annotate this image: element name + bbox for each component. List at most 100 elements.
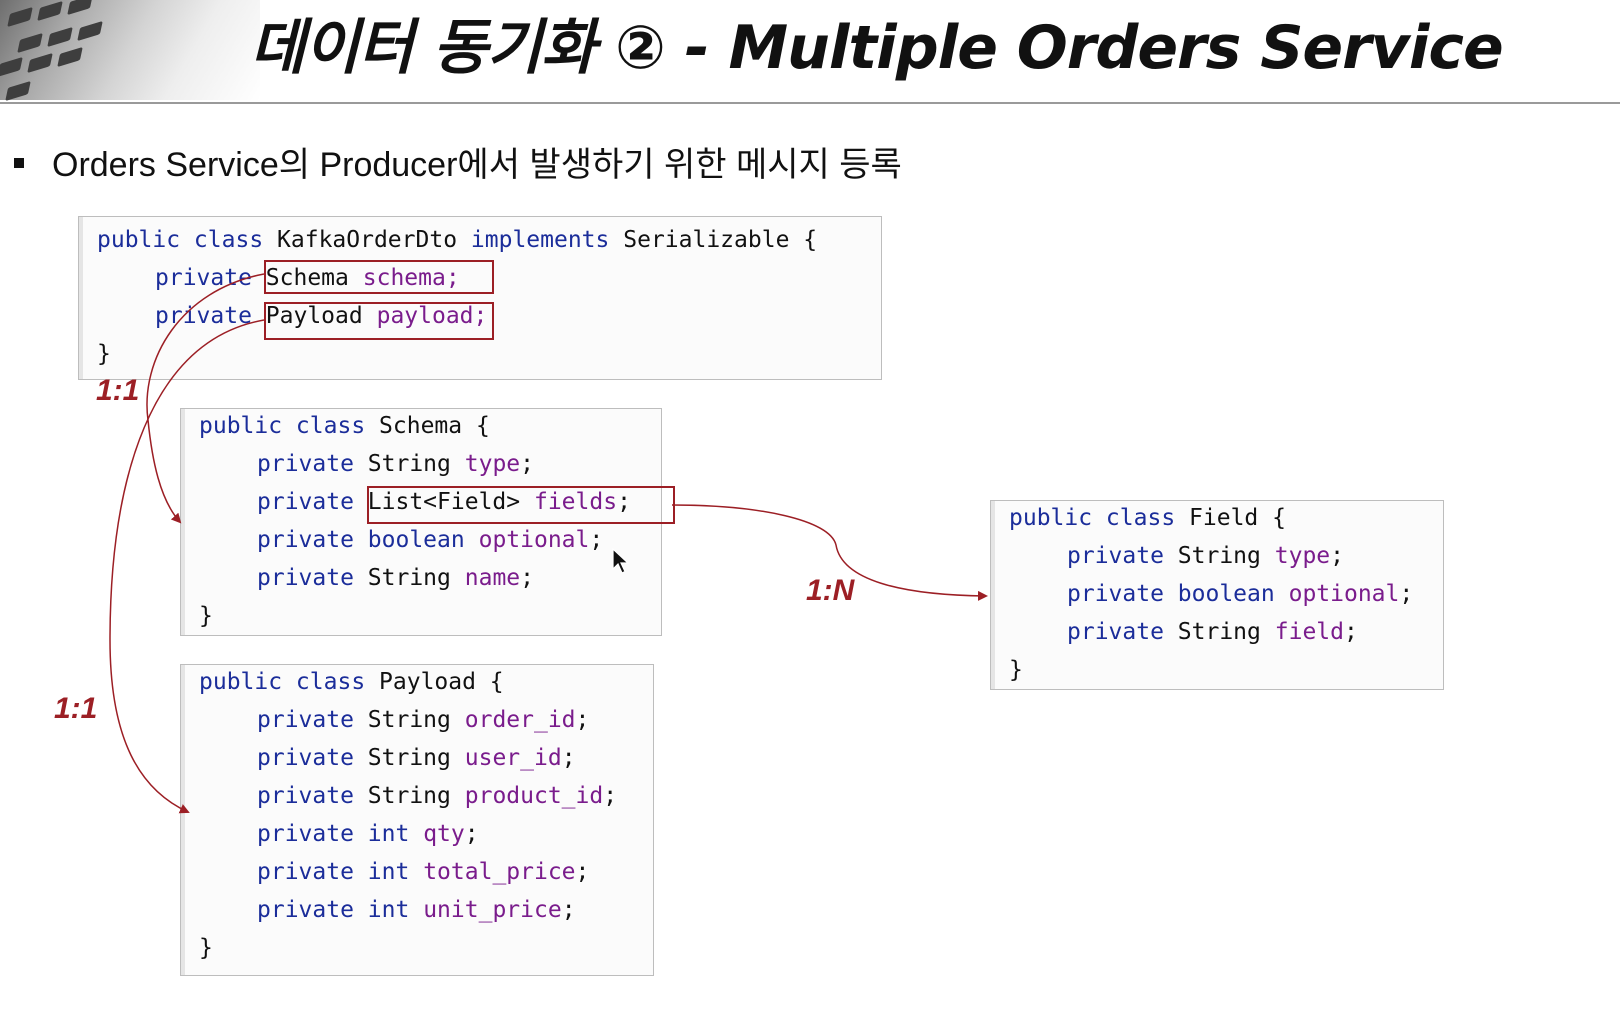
keyword: implements — [470, 227, 610, 253]
kafka-order-dto-box: public class KafkaOrderDto implements Se… — [78, 216, 882, 380]
field-line: private String field; — [1067, 613, 1358, 651]
fields-relation-label: 1:N — [806, 574, 855, 607]
field-name: product_id — [464, 783, 604, 809]
field-name: schema; — [362, 265, 460, 291]
field-name: optional — [1288, 581, 1400, 607]
field-type: int — [367, 897, 410, 923]
semicolon: ; — [617, 489, 631, 515]
field-class-box: public class Field { private String type… — [990, 500, 1444, 690]
class-declaration: public class KafkaOrderDto implements Se… — [97, 221, 817, 259]
semicolon: ; — [1330, 543, 1344, 569]
field-name: optional — [478, 527, 590, 553]
keyword: private — [257, 707, 354, 733]
fields-highlight — [367, 486, 675, 524]
field-type: List<Field> — [367, 489, 521, 515]
semicolon: ; — [464, 821, 479, 847]
payload-highlight — [264, 302, 494, 340]
field-type: boolean — [1177, 581, 1275, 607]
field-line: private boolean optional; — [1067, 575, 1413, 613]
payload-relation-label: 1:1 — [54, 692, 98, 725]
field-type: String — [367, 783, 451, 809]
semicolon: ; — [589, 527, 604, 553]
keyword: private — [257, 783, 354, 809]
field-type: int — [367, 821, 410, 847]
field-name: total_price — [423, 859, 576, 885]
field-type: String — [1177, 543, 1261, 569]
semicolon: ; — [520, 565, 534, 591]
field-name: payload; — [376, 303, 488, 329]
slide-title: 데이터 동기화 ② - Multiple Orders Service — [250, 13, 1504, 83]
keyword: public class — [97, 227, 264, 253]
title-divider — [0, 102, 1620, 104]
field-line: private int qty; — [257, 815, 479, 853]
keyword: private — [155, 265, 252, 291]
keyword: public class — [1009, 505, 1176, 531]
class-name: Payload { — [379, 669, 504, 695]
semicolon: ; — [520, 451, 534, 477]
schema-relation-label: 1:1 — [96, 374, 140, 407]
field-type: String — [367, 451, 451, 477]
keyword: private — [257, 897, 354, 923]
field-line: private List<Field> fields; — [257, 483, 631, 521]
field-type: Payload — [265, 303, 363, 329]
semicolon: ; — [561, 745, 576, 771]
class-name: Schema { — [379, 413, 490, 439]
keyword: private — [257, 565, 354, 591]
class-declaration: public class Payload { — [199, 663, 504, 701]
mouse-pointer-icon — [612, 547, 630, 578]
field-line: private String name; — [257, 559, 534, 597]
closing-brace: } — [1009, 657, 1023, 683]
semicolon: ; — [561, 897, 576, 923]
field-line: private String product_id; — [257, 777, 617, 815]
bullet-item: Orders Service의 Producer에서 발생하기 위한 메시지 등… — [14, 140, 902, 190]
keyword: private — [1067, 543, 1164, 569]
field-type: int — [367, 859, 410, 885]
field-type: String — [367, 707, 451, 733]
field-name: type — [1274, 543, 1331, 569]
semicolon: ; — [1344, 619, 1358, 645]
semicolon: ; — [603, 783, 618, 809]
field-line: private int total_price; — [257, 853, 589, 891]
keyword: private — [257, 451, 354, 477]
laptop-keyboard-decoration — [0, 0, 260, 101]
field-type: Schema — [265, 265, 349, 291]
keyword: private — [257, 745, 354, 771]
class-name: KafkaOrderDto — [277, 227, 458, 253]
closing-brace: } — [199, 935, 213, 961]
keyword: public class — [199, 413, 366, 439]
keyword: private — [1067, 581, 1164, 607]
field-line: private String type; — [257, 445, 534, 483]
payload-class-box: public class Payload { private String or… — [180, 664, 654, 976]
field-name: type — [464, 451, 521, 477]
field-name: name — [464, 565, 521, 591]
schema-field-line: private Schema schema; — [155, 259, 460, 297]
field-line: private boolean optional; — [257, 521, 603, 559]
schema-highlight — [264, 260, 494, 294]
closing-brace: } — [97, 341, 111, 367]
field-name: field — [1274, 619, 1344, 645]
field-name: unit_price — [423, 897, 562, 923]
keyword: private — [155, 303, 252, 329]
field-type: String — [367, 745, 451, 771]
field-line: private String order_id; — [257, 701, 589, 739]
field-line: private String user_id; — [257, 739, 576, 777]
semicolon: ; — [575, 707, 590, 733]
class-declaration: public class Field { — [1009, 499, 1286, 537]
class-declaration: public class Schema { — [199, 407, 490, 445]
keyword: private — [257, 821, 354, 847]
bullet-square-icon — [14, 158, 24, 169]
field-line: private int unit_price; — [257, 891, 576, 929]
field-name: fields — [533, 489, 618, 515]
field-name: qty — [423, 821, 465, 847]
field-type: String — [1177, 619, 1261, 645]
keyword: public class — [199, 669, 366, 695]
field-type: String — [367, 565, 451, 591]
bullet-text: Orders Service의 Producer에서 발생하기 위한 메시지 등… — [52, 146, 902, 184]
field-line: private String type; — [1067, 537, 1344, 575]
interface-name: Serializable { — [623, 227, 818, 253]
semicolon: ; — [1399, 581, 1414, 607]
keyword: private — [257, 859, 354, 885]
field-name: order_id — [464, 707, 576, 733]
keyword: private — [257, 527, 354, 553]
keyword: private — [1067, 619, 1164, 645]
